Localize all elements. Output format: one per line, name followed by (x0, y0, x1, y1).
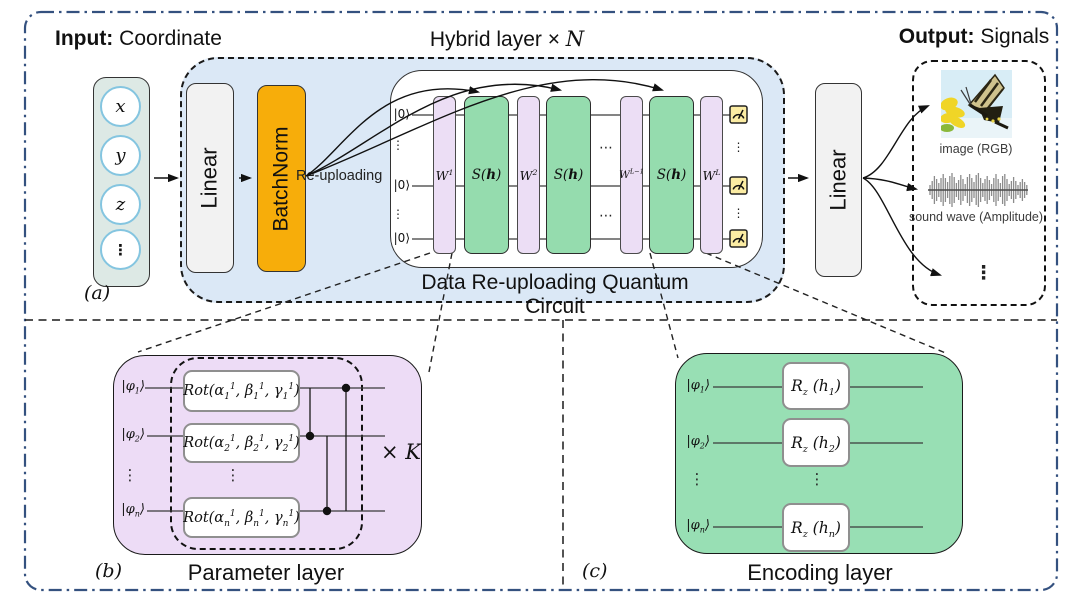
gate-w1: W1 (433, 96, 456, 254)
gate-s2-label: S(h) (553, 167, 584, 183)
rz-gate-dots: ⋮ (809, 470, 825, 488)
output-more-dots: ⋮ (974, 262, 993, 284)
gate-wl-1: WL−1 (619, 96, 644, 254)
gate-wl: WL (700, 96, 723, 254)
measurement-icon (729, 176, 748, 200)
qubit-label-0: |0⟩ (393, 107, 410, 121)
measurement-icon (729, 229, 748, 253)
hybrid-layer-title: Hybrid layer × N (429, 27, 585, 51)
batchnorm-block: BatchNorm (257, 85, 306, 272)
linear-out-label: Linear (825, 149, 851, 211)
parameter-layer-repeat-dashed-box (170, 357, 363, 550)
rz-gate-1-label: Rz (h1) (791, 377, 841, 399)
repeat-k-label: × K (381, 440, 421, 464)
parameter-layer-caption: Parameter layer (187, 560, 345, 585)
rz-gate-n: Rz (hn) (782, 503, 850, 552)
gate-w2: W2 (517, 96, 540, 254)
panel-c-tag: (c) (582, 560, 608, 582)
panel-b-tag: (b) (95, 560, 122, 582)
ket-dots: ⋮ (122, 466, 138, 484)
gate-wl-1-label: WL−1 (619, 167, 644, 181)
rot-gate-1-label: Rot(α11, β11, γ11) (183, 382, 300, 402)
measure-column-dots: ⋮ (732, 206, 745, 220)
linear-in-block: Linear (186, 83, 234, 273)
rot-gate-2: Rot(α21, β21, γ21) (183, 423, 300, 463)
input-title-bold: Input: (55, 27, 114, 50)
batchnorm-label: BatchNorm (269, 125, 293, 232)
circuit-caption: Data Re-uploading Quantum Circuit (421, 271, 689, 318)
rz-gate-2: Rz (h2) (782, 418, 850, 467)
rot-gate-n: Rot(αn1, βn1, γn1) (183, 497, 300, 538)
input-node-x: x (100, 86, 141, 127)
image-rgb-label: image (RGB) (939, 142, 1013, 156)
soundwave-label: sound wave (Amplitude) (908, 210, 1044, 224)
input-title: Input: Coordinate (55, 27, 222, 51)
output-title-bold: Output: (898, 25, 975, 48)
input-node-y: y (100, 135, 141, 176)
gate-w1-label: W1 (435, 167, 454, 183)
encoding-layer-caption: Encoding layer (747, 560, 893, 585)
ket-phi1: |φ1⟩ (121, 379, 145, 396)
rz-gate-2-label: Rz (h2) (791, 433, 841, 455)
rot-gate-1: Rot(α11, β11, γ11) (183, 370, 300, 412)
ket-dots: ⋮ (689, 470, 705, 488)
input-node-more: ⋮ (100, 229, 141, 270)
circuit-ellipsis: ⋯ (599, 208, 613, 224)
rz-gate-1: Rz (h1) (782, 362, 850, 410)
qubit-label-0: |0⟩ (393, 231, 410, 245)
input-title-rest: Coordinate (113, 27, 222, 50)
linear-in-label: Linear (197, 147, 222, 209)
gate-wl-label: WL (702, 167, 721, 183)
measure-column-dots: ⋮ (732, 140, 745, 154)
rot-gate-2-label: Rot(α21, β21, γ21) (183, 434, 300, 454)
ket-phin: |φn⟩ (121, 502, 145, 519)
butterfly-image (940, 70, 1012, 143)
ket-phi2: |φ2⟩ (121, 427, 145, 444)
ket-phi2: |φ2⟩ (686, 434, 710, 451)
soundwave-image (928, 172, 1028, 213)
measurement-icon (729, 105, 748, 129)
output-title: Output: Signals (888, 25, 1060, 49)
panel-a-tag: (a) (84, 282, 111, 304)
input-node-z: z (100, 184, 141, 225)
ket-phi1: |φ1⟩ (686, 378, 710, 395)
rz-gate-n-label: Rz (hn) (791, 518, 841, 540)
butterfly (960, 73, 1009, 130)
gate-s1-label: S(h) (471, 167, 502, 183)
arrow-linear-to-sound (862, 177, 919, 192)
output-title-rest: Signals (974, 25, 1050, 48)
flower (940, 97, 966, 128)
linear-out-block: Linear (815, 83, 862, 277)
circuit-ellipsis: ⋯ (599, 140, 613, 156)
qubit-label-dots: ⋮ (392, 207, 404, 221)
gate-s2: S(h) (546, 96, 591, 254)
qubit-label-0: |0⟩ (393, 178, 410, 192)
gate-w2-label: W2 (519, 167, 538, 183)
node-label-y: y (115, 145, 126, 166)
node-label-x: x (115, 96, 126, 117)
node-label-z: z (115, 194, 126, 215)
gate-s3: S(h) (649, 96, 694, 254)
node-label-dots: ⋮ (113, 240, 128, 259)
reuploading-label: Re-uploading (296, 168, 383, 184)
gate-s3-label: S(h) (656, 167, 687, 183)
gate-s1: S(h) (464, 96, 509, 254)
rot-gate-n-label: Rot(αn1, βn1, γn1) (183, 508, 300, 529)
rot-gate-dots: ⋮ (225, 466, 241, 484)
qubit-label-dots: ⋮ (392, 138, 404, 152)
ket-phin: |φn⟩ (686, 518, 710, 535)
